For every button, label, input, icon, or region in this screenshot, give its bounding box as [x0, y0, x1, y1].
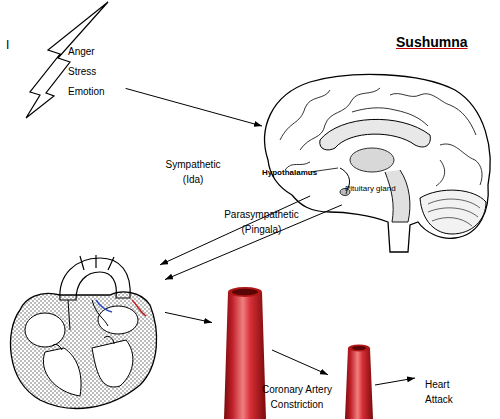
part-label: Hypothalamus	[262, 168, 317, 178]
cerebellum-folia	[428, 199, 480, 226]
gyrus-line	[280, 90, 330, 140]
artery-narrow	[328, 340, 382, 419]
blue-vessel	[96, 300, 112, 312]
arrow-connector	[126, 88, 262, 126]
brain-illustration	[258, 70, 495, 260]
arrow-connector	[165, 205, 342, 280]
edge-label: Coronary Artery Constriction	[257, 382, 337, 412]
artery-tube	[224, 292, 266, 419]
artery-lumen	[352, 346, 366, 350]
red-vessel	[132, 300, 146, 316]
arrow-connector	[165, 312, 212, 322]
left-ventricle	[92, 340, 133, 387]
folia-line	[428, 199, 480, 208]
heart-node	[0, 255, 165, 419]
brainstem	[385, 170, 410, 222]
arrow-connector	[375, 378, 415, 385]
vessel-lines	[68, 300, 108, 330]
artery-rim	[228, 287, 262, 297]
right-ventricle	[43, 348, 81, 396]
part-label: Pituitary gland	[345, 184, 396, 194]
outcome-node: Heart Attack	[415, 365, 470, 410]
arrow-connector	[272, 350, 328, 375]
emotion-trigger: Anger Stress Emotion	[20, 0, 130, 130]
gyrus-line	[436, 160, 445, 186]
heart-body	[10, 292, 156, 408]
brain-outline	[265, 74, 490, 252]
artery-node	[328, 340, 382, 419]
brain-node: HypothalamusPituitary gland	[258, 70, 495, 260]
stray-mark: I	[6, 38, 9, 52]
arrow-connector	[160, 196, 310, 265]
arch-branches	[80, 255, 114, 270]
artery-rim	[348, 345, 370, 352]
thalamus	[350, 148, 394, 172]
valve-lines	[52, 336, 114, 350]
edge-label: Parasympathetic (Pingala)	[221, 207, 301, 237]
folia-line	[428, 208, 478, 217]
artery-lumen	[232, 289, 258, 295]
corpus-callosum	[320, 119, 431, 150]
folia-line	[432, 218, 472, 226]
heart-illustration	[0, 255, 165, 419]
artery-wide	[212, 285, 272, 419]
edge-label: Sympathetic (Ida)	[162, 157, 224, 187]
right-atrium	[25, 313, 65, 347]
trigger-text: Anger Stress Emotion	[68, 42, 108, 102]
lightning-bolt	[20, 0, 130, 130]
artery-tube	[345, 348, 373, 419]
bolt-outline	[26, 2, 108, 118]
cerebellum	[420, 190, 486, 234]
gyrus-line	[440, 144, 482, 185]
artery-node	[212, 285, 272, 419]
diagram-title: Sushumna	[396, 34, 468, 51]
outcome-text: Heart Attack	[425, 377, 465, 407]
